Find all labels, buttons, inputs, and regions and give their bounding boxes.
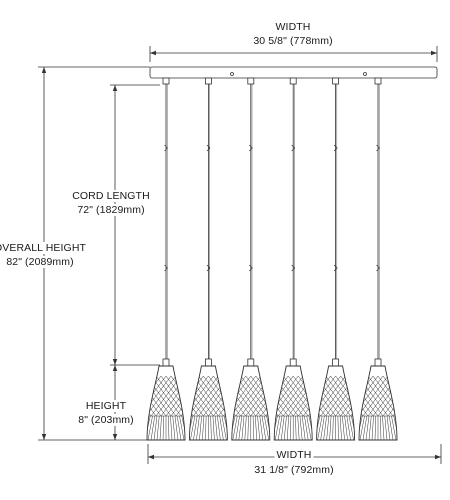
shade-pattern: [274, 375, 313, 440]
pendant-light: [316, 77, 356, 441]
cord-mount: [204, 77, 212, 85]
socket-cap: [374, 358, 382, 367]
cord-mount: [332, 77, 340, 85]
cord-mount: [289, 77, 297, 85]
pendant-light: [188, 77, 228, 441]
top-width-arrow: [150, 50, 156, 56]
bottom-width-value: 31 1/8" (792mm): [254, 464, 334, 476]
bottom-width-arrow: [148, 454, 154, 460]
socket-cap: [332, 358, 340, 367]
shade-height-arrow: [112, 365, 118, 371]
cord-length-label: CORD LENGTH: [71, 190, 151, 202]
socket-cap: [204, 358, 212, 367]
shade-pattern: [231, 375, 270, 440]
shade-height-arrow: [112, 434, 118, 440]
socket-cap: [247, 358, 255, 367]
cord-mount: [162, 77, 170, 85]
cord-length-arrow: [112, 85, 118, 91]
bottom-width-label: WIDTH: [274, 449, 314, 461]
overall-height-value: 82" (2089mm): [5, 256, 75, 268]
pendant-light: [146, 77, 186, 441]
top-width-label: WIDTH: [275, 21, 311, 33]
cord-mount: [374, 77, 382, 85]
canopy-screw: [230, 72, 234, 76]
top-width-arrow: [431, 50, 437, 56]
shade-pattern: [189, 375, 228, 440]
cord-length-arrow: [112, 359, 118, 365]
canopy-screw: [363, 72, 367, 76]
overall-height-arrow: [41, 434, 47, 440]
overall-height-label: OVERALL HEIGHT: [0, 242, 88, 254]
bottom-width-arrow: [435, 454, 441, 460]
top-width-value: 30 5/8" (778mm): [253, 35, 333, 47]
socket-cap: [289, 358, 297, 367]
pendant-light: [273, 77, 313, 441]
cord-mount: [247, 77, 255, 85]
overall-height-arrow: [41, 67, 47, 73]
shade-pattern: [316, 375, 355, 440]
pendant-light: [358, 77, 398, 441]
pendant-light: [231, 77, 271, 441]
shade-height-value: 8" (203mm): [77, 414, 135, 426]
socket-cap: [162, 358, 170, 367]
shade-height-label: HEIGHT: [84, 400, 128, 412]
cord-length-value: 72" (1829mm): [76, 204, 146, 216]
canopy-bar: [149, 66, 438, 79]
shade-pattern: [359, 375, 397, 440]
